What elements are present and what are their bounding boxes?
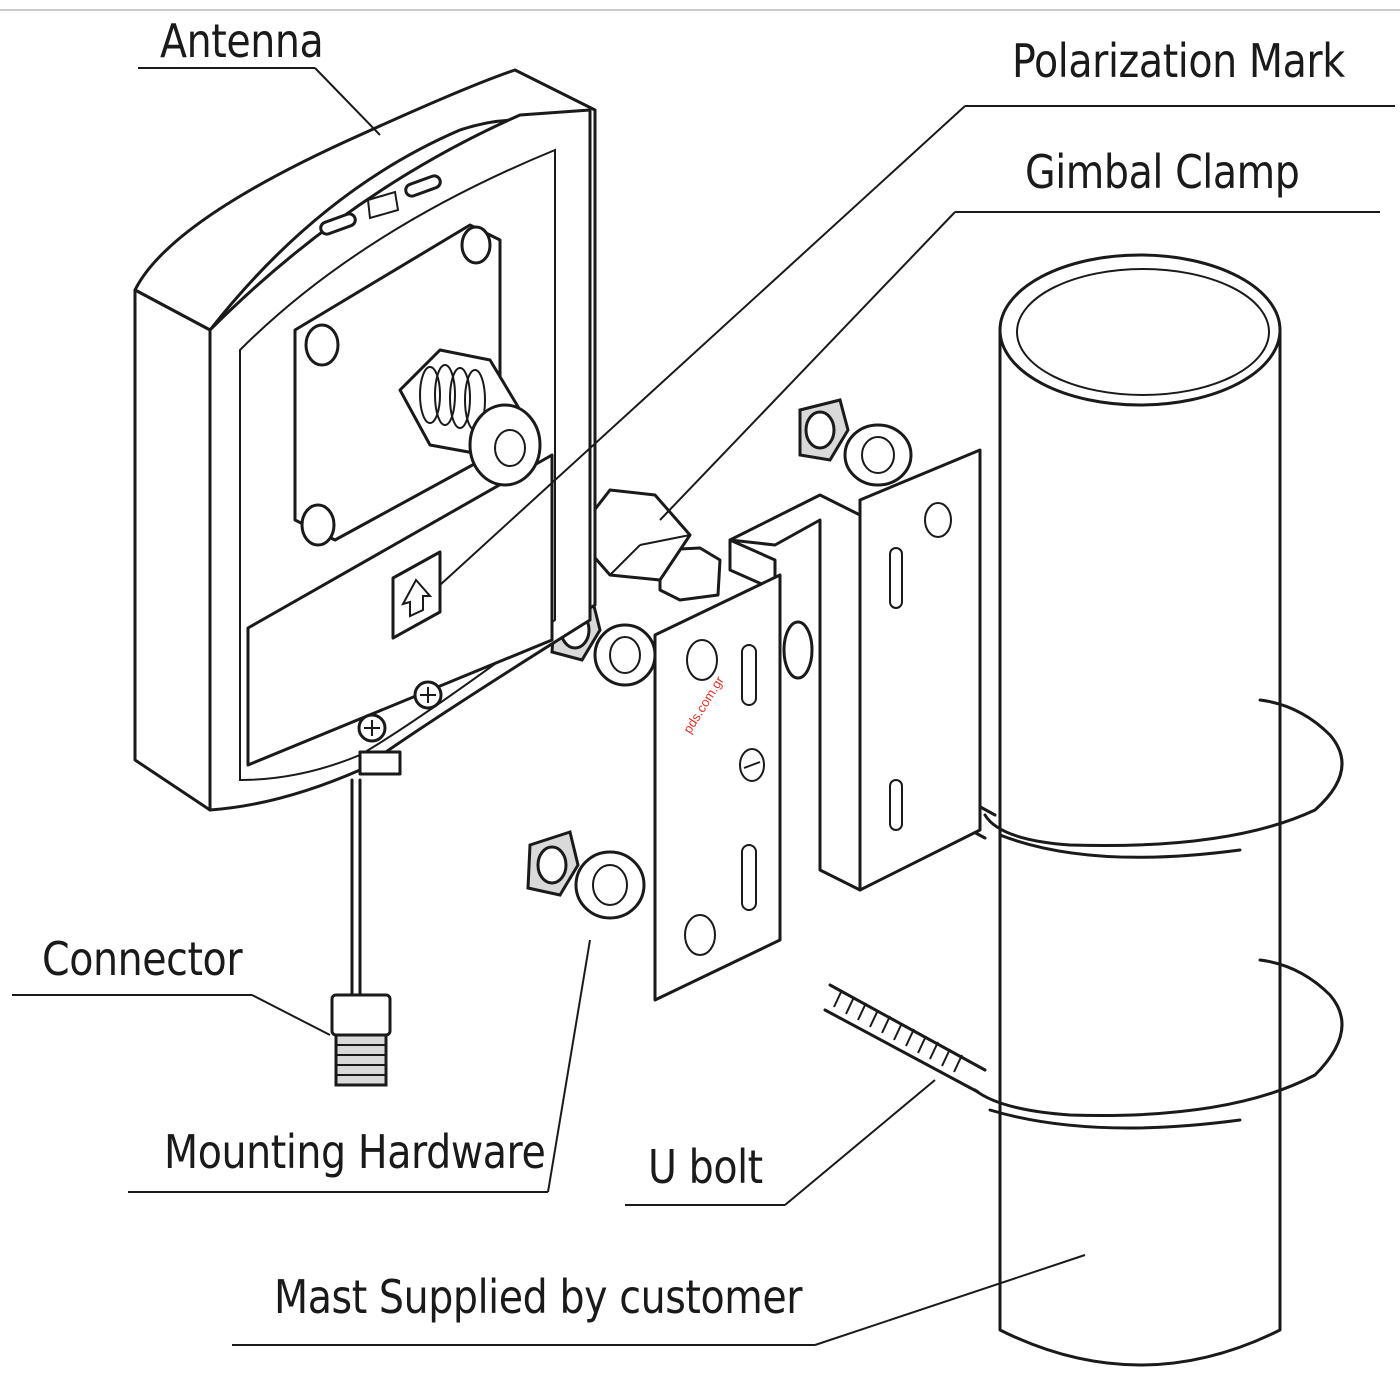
- label-gimbal-clamp: Gimbal Clamp: [1025, 145, 1300, 199]
- gimbal-bracket: [653, 448, 982, 1002]
- mounting-hardware-lower: [526, 830, 646, 920]
- label-mast: Mast Supplied by customer: [274, 1270, 803, 1324]
- clamp-pivot-nut: [573, 488, 722, 602]
- pigtail-cable: [350, 750, 402, 997]
- leader-lines: [12, 67, 1395, 1346]
- polarization-mark-icon: [391, 550, 442, 640]
- u-bolt-lower: [823, 958, 1344, 1130]
- label-mounting-hardware: Mounting Hardware: [164, 1125, 546, 1179]
- connector-part: [330, 993, 392, 1087]
- label-antenna: Antenna: [160, 14, 324, 68]
- mounting-hardware-upper: [798, 398, 913, 487]
- label-u-bolt: U bolt: [648, 1140, 763, 1194]
- antenna-n-connector: [398, 348, 542, 487]
- label-polarization-mark: Polarization Mark: [1012, 34, 1345, 88]
- label-connector: Connector: [42, 932, 243, 986]
- mast: [998, 253, 1282, 1367]
- antenna-body: [133, 68, 597, 812]
